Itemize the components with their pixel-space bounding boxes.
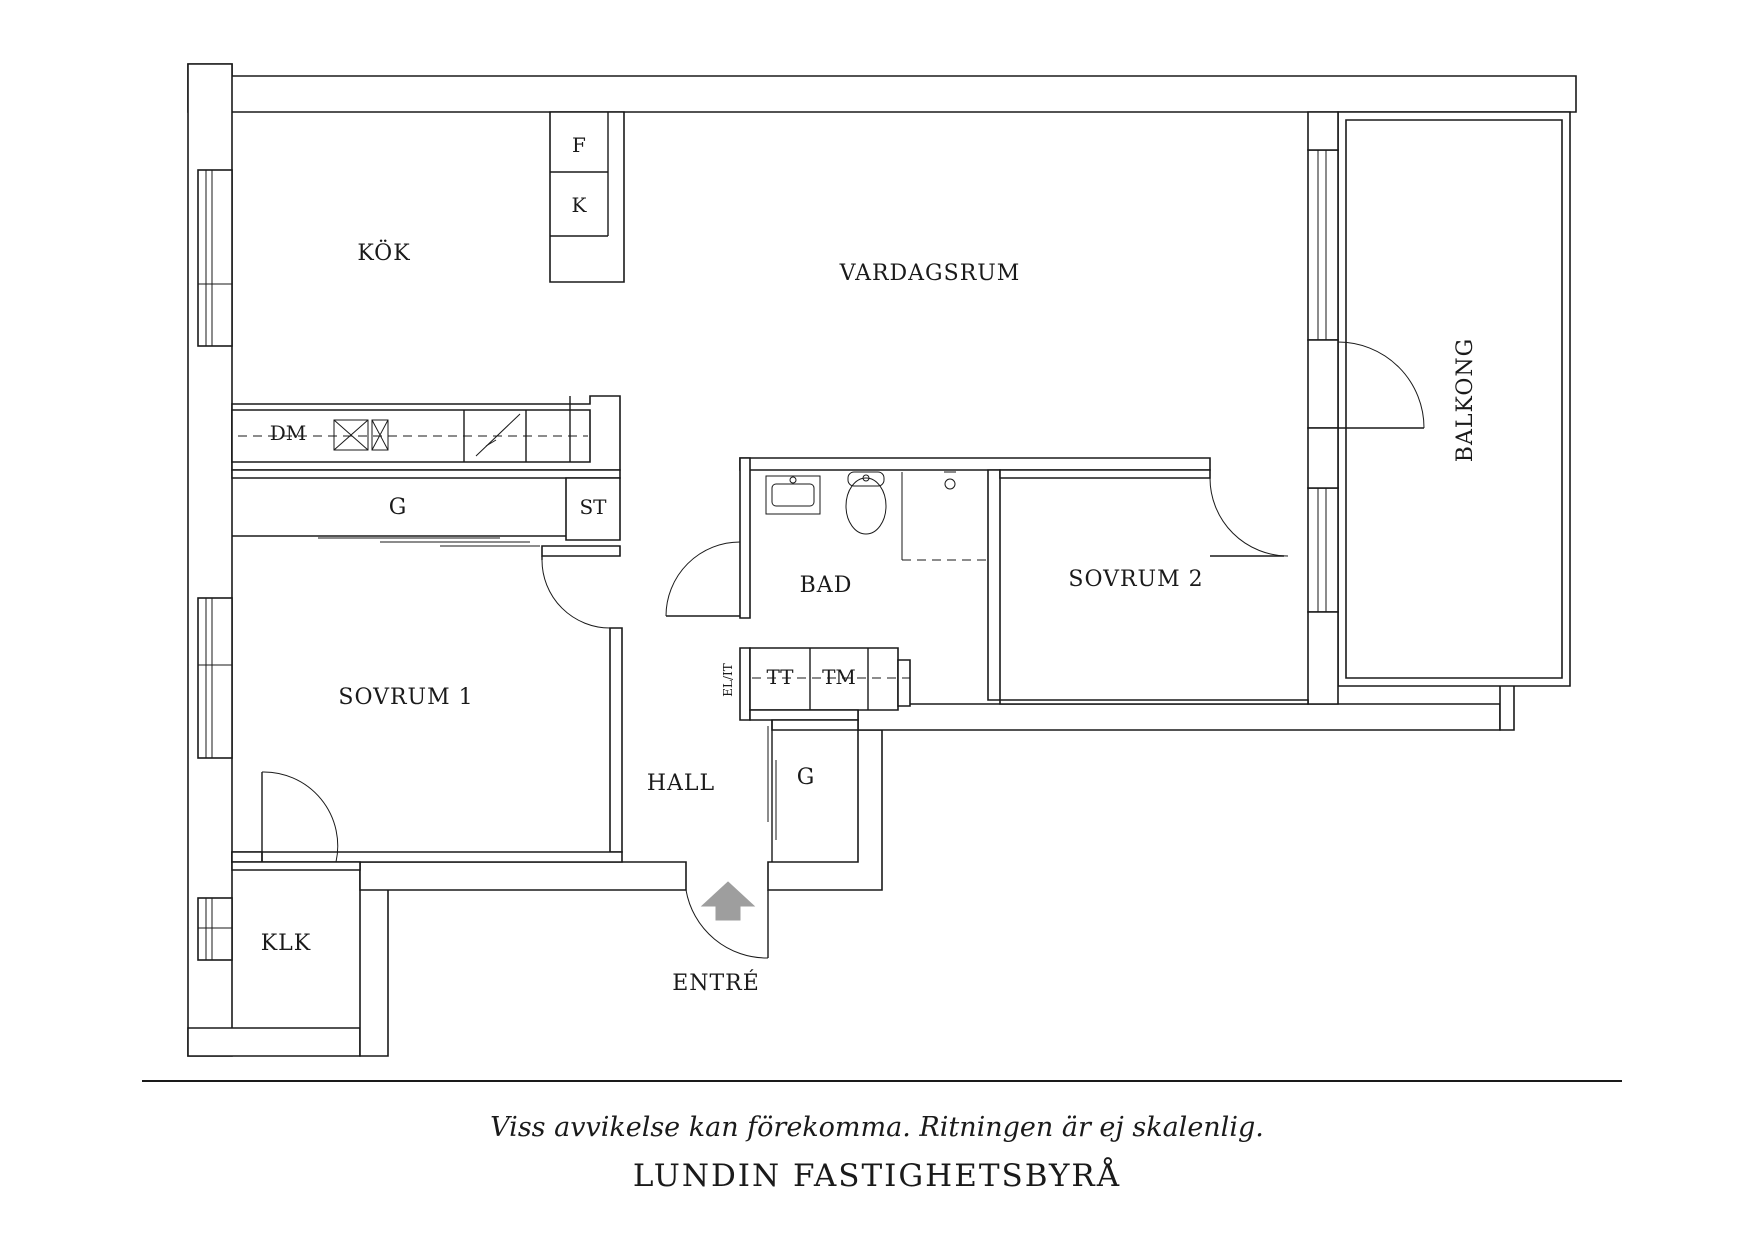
entry-arrow-icon — [700, 881, 756, 921]
label-tumble-dryer: TT — [766, 665, 794, 689]
label-freezer: K — [572, 193, 588, 217]
label-sovrum2: SOVRUM 2 — [1068, 567, 1203, 592]
label-storage: ST — [579, 495, 607, 519]
windows-right — [1307, 149, 1339, 613]
label-klk: KLK — [261, 931, 311, 956]
label-dishwasher: DM — [270, 421, 307, 445]
label-fridge: F — [572, 133, 586, 157]
doors — [261, 341, 1425, 959]
label-wardrobe-sovrum1: G — [389, 495, 408, 520]
label-bad: BAD — [800, 573, 853, 598]
label-hall: HALL — [647, 771, 715, 796]
label-electrical: EL/IT — [721, 663, 735, 697]
footer-brand: LUNDIN FASTIGHETSBYRÅ — [632, 1158, 1122, 1194]
fixtures — [238, 413, 988, 679]
label-kok: KÖK — [357, 239, 410, 266]
footer-disclaimer: Viss avvikelse kan förekomma. Ritningen … — [490, 1112, 1264, 1143]
label-vardagsrum: VARDAGSRUM — [839, 261, 1021, 286]
windows-left — [197, 169, 233, 961]
label-sovrum1: SOVRUM 1 — [338, 685, 473, 710]
outer-walls — [187, 63, 1577, 1057]
label-washing-machine: TM — [822, 665, 856, 689]
label-balkong: BALKONG — [1453, 338, 1478, 462]
label-wardrobe-hall: G — [797, 765, 816, 790]
footer-divider — [142, 1080, 1622, 1082]
label-entre: ENTRÉ — [672, 969, 760, 996]
interior-walls — [231, 111, 1339, 871]
